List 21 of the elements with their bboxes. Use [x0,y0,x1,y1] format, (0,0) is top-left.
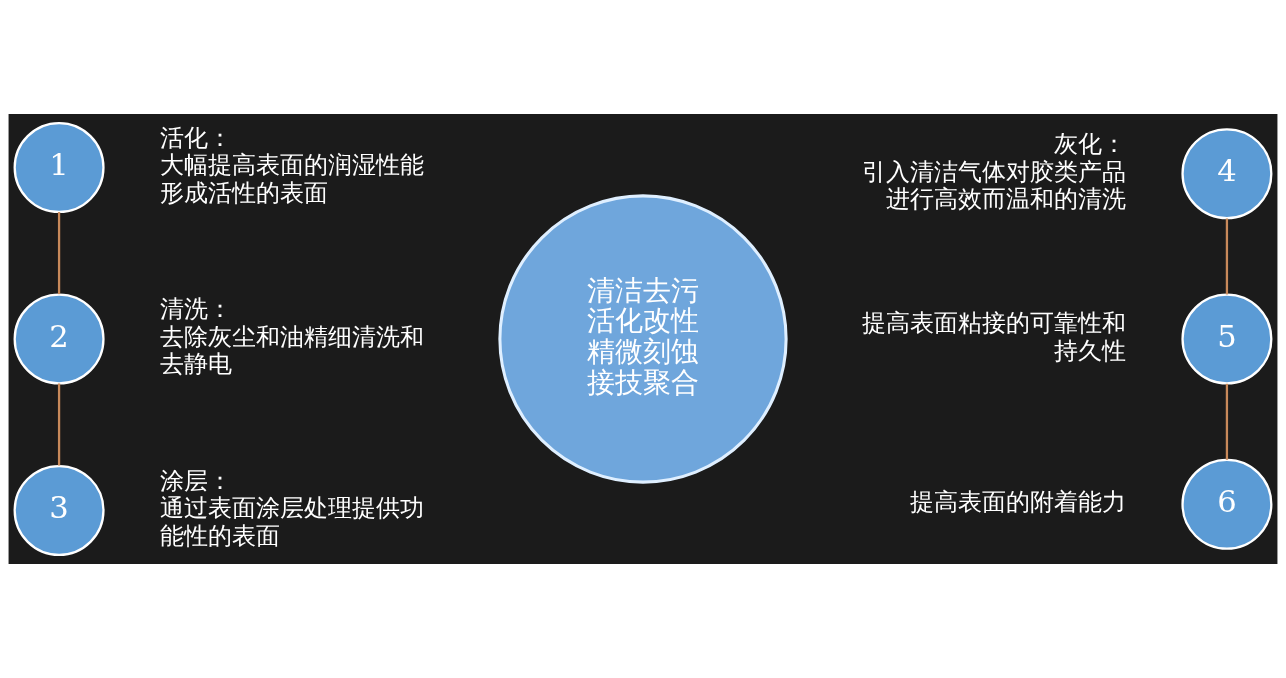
node-label: 灰化： [1053,128,1126,158]
node-label: 提高表面粘接的可靠性和持久性 [861,308,1126,365]
node-label: 提高表面的附着能力 [909,487,1126,517]
node-label: 涂层： [160,465,233,495]
connector [57,383,61,466]
node-label: 大幅提高表面的润湿性能形成活性的表面 [160,150,425,207]
node-circle: 1 [13,122,105,214]
node-circle: 6 [1181,458,1273,550]
node-label: 清洗： [160,294,233,324]
node-circle: 清洁去污 活化改性 精微刻蚀 接技聚合 [498,194,788,484]
connector [1225,218,1229,295]
node-circle: 3 [13,464,105,556]
node-label: 引入清洁气体对胶类产品进行高效而温和的清洗 [861,156,1126,214]
node-label: 活化： [160,122,233,152]
node-circle: 2 [13,293,105,385]
connector [57,212,61,295]
node-circle: 5 [1181,293,1273,385]
node-circle: 4 [1181,128,1273,220]
connector [1225,383,1229,460]
node-label: 去除灰尘和油精细清洗和去静电 [160,321,425,379]
node-label: 通过表面涂层处理提供功能性的表面 [160,493,425,550]
